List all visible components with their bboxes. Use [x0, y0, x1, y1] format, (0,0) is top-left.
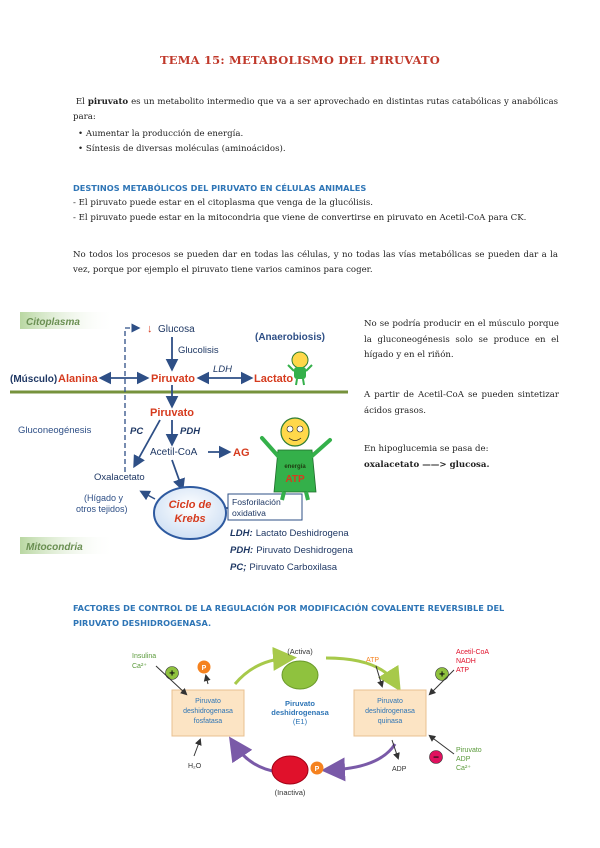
inhibitor-1: Piruvato	[456, 747, 482, 754]
h2o-arrow	[194, 740, 200, 756]
minus-label: −	[433, 753, 439, 764]
side-note-1: No se podría producir en el músculo porq…	[364, 317, 559, 364]
atp-mascot-icon	[262, 418, 330, 500]
inactive-enzyme-node	[272, 756, 308, 784]
glucosa-label: Glucosa	[158, 324, 195, 335]
ciclo-label: Ciclo de	[169, 499, 212, 511]
ag-label: AG	[233, 447, 250, 459]
glucolisis-label: Glucolisis	[178, 345, 219, 356]
fosfatasa-2: deshidrogenasa	[183, 708, 233, 715]
h2o-label: H₂O	[188, 763, 202, 770]
activator-1: Acetil-CoA	[456, 649, 489, 656]
atp-in-label: ATP	[366, 657, 379, 664]
atp-label: ATP	[285, 474, 305, 485]
energia-label: energía	[284, 464, 306, 470]
section2-heading-line2: PIRUVATO DESHIDROGENASA.	[73, 616, 563, 631]
higado-label: (Hígado y	[84, 493, 124, 503]
down-arrow-icon: ↓	[147, 323, 153, 335]
insulina-label: Insulina	[132, 653, 156, 660]
quinasa-2: deshidrogenasa	[365, 708, 415, 715]
acetil-krebs-arrow	[172, 460, 182, 488]
center-pdh-3: (E1)	[293, 717, 308, 726]
ca-left-label: Ca²⁺	[132, 663, 147, 670]
fosfatasa-3: fosfatasa	[194, 718, 223, 725]
fosfatasa-1: Piruvato	[195, 698, 221, 705]
p-label-released: P	[202, 665, 207, 672]
activa-label: (Activa)	[287, 647, 313, 656]
plus-label-right: +	[439, 670, 445, 681]
anaerobiosis-label: (Anaerobiosis)	[255, 332, 325, 343]
intro-lead: El	[76, 97, 85, 107]
center-pdh-2: deshidrogenasa	[271, 708, 329, 717]
side-note-2: A partir de Acetil-CoA se pueden sinteti…	[364, 388, 559, 419]
inhibitor-3: Ca²⁺	[456, 765, 471, 772]
legend-pc: PC;Piruvato Carboxilasa	[230, 562, 338, 573]
bullet-item: • Aumentar la producción de energía.	[78, 127, 558, 142]
inactiva-label: (Inactiva)	[275, 788, 306, 797]
pdh-regulation-diagram: (Activa) P (Inactiva) Piruvato deshidrog…	[130, 640, 520, 805]
oxalacetato-label: Oxalacetato	[94, 472, 145, 483]
gluconeogenesis-dashed-arrow	[125, 328, 138, 472]
krebs-oxalacetato-arrow	[142, 492, 155, 499]
quinasa-3: quinasa	[378, 718, 403, 725]
intro-paragraph: El piruvato es un metabolito intermedio …	[73, 95, 558, 125]
quinasa-1: Piruvato	[377, 698, 403, 705]
adp-out-label: ADP	[392, 766, 407, 773]
active-enzyme-node	[282, 661, 318, 689]
inhibitor-2: ADP	[456, 756, 471, 763]
ldh-label: LDH	[213, 364, 232, 375]
activator-2: NADH	[456, 658, 476, 665]
musculo-label: (Músculo)	[10, 374, 57, 385]
section1-line: - El piruvato puede estar en el citoplas…	[73, 196, 558, 211]
pyruvate-fates-diagram: Citoplasma Mitocondria ↓ Glucosa Glucoli…	[10, 310, 360, 585]
alanina-label: Alanina	[58, 373, 99, 385]
plus-label-left: +	[169, 669, 175, 680]
bullet-item: • Síntesis de diversas moléculas (aminoá…	[78, 142, 558, 157]
inactivation-arc	[330, 744, 395, 770]
to-phosphatase-arc	[234, 744, 278, 772]
side-note-4: oxalacetato ——> glucosa.	[364, 458, 559, 473]
section1-note: No todos los procesos se pueden dar en t…	[73, 248, 558, 278]
cytoplasm-label: Citoplasma	[26, 317, 80, 328]
intro-bold: piruvato	[88, 97, 128, 107]
section1-lines: - El piruvato puede estar en el citoplas…	[73, 196, 558, 226]
section2-heading-line1: FACTORES DE CONTROL DE LA REGULACIÓN POR…	[73, 601, 563, 616]
activator-3: ATP	[456, 667, 469, 674]
fosfo-label-1: Fosforilación	[232, 497, 281, 507]
otros-tejidos-label: otros tejidos)	[76, 504, 128, 514]
legend-ldh: LDH:Lactato Deshidrogena	[230, 528, 349, 539]
section1-line: - El piruvato puede estar en la mitocond…	[73, 211, 558, 226]
gluconeogenesis-label: Gluconeogénesis	[18, 425, 92, 436]
pdh-label: PDH	[180, 426, 201, 437]
krebs-label: Krebs	[174, 513, 205, 525]
p-release-arrow	[206, 676, 208, 684]
mito-piruvato-label: Piruvato	[150, 407, 194, 419]
p-label-inactive: P	[315, 766, 320, 773]
activation-arc	[235, 658, 288, 684]
to-kinase-arc	[326, 658, 396, 684]
intro-rest: es un metabolito intermedio que va a ser…	[73, 97, 558, 122]
pc-label: PC	[130, 426, 143, 437]
legend-pdh: PDH:Piruvato Deshidrogena	[230, 545, 354, 556]
lactato-label: Lactato	[254, 373, 293, 385]
page-title: TEMA 15: METABOLISMO DEL PIRUVATO	[0, 53, 600, 67]
piruvato-label: Piruvato	[151, 373, 195, 385]
fosfo-label-2: oxidativa	[232, 508, 266, 518]
acetil-label: Acetil-CoA	[150, 447, 198, 458]
section1-heading: DESTINOS METABÓLICOS DEL PIRUVATO EN CÉL…	[73, 183, 366, 193]
center-pdh-1: Piruvato	[285, 699, 315, 708]
mitochondria-label: Mitocondria	[26, 542, 83, 553]
side-note-3: En hipoglucemia se pasa de:	[364, 442, 559, 457]
intro-bullets: • Aumentar la producción de energía. • S…	[78, 127, 558, 157]
section2-heading: FACTORES DE CONTROL DE LA REGULACIÓN POR…	[73, 601, 563, 631]
